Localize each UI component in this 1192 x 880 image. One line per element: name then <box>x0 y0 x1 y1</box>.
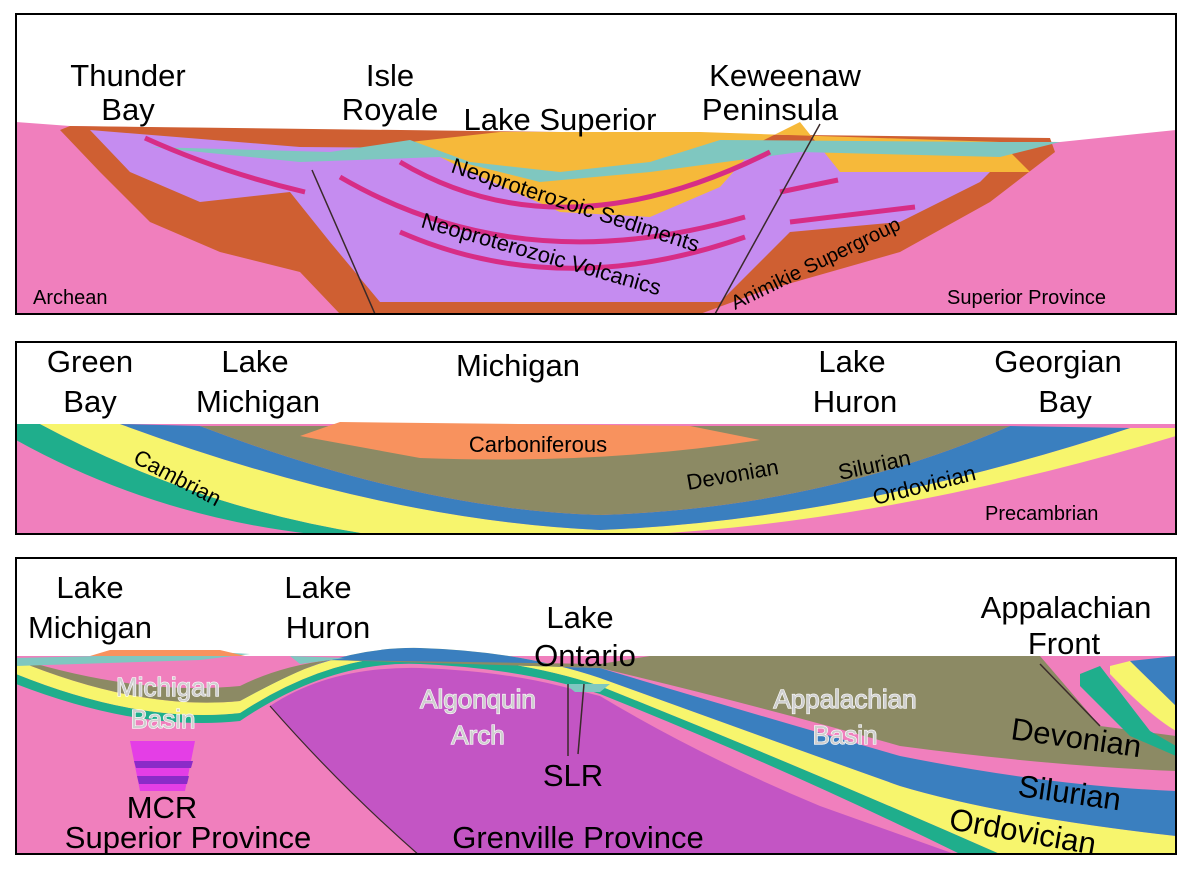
label-keweenaw-line2: Peninsula <box>702 92 839 127</box>
label-lake-huron-line2: Huron <box>286 610 370 645</box>
ordovician-layer-3 <box>16 647 1176 854</box>
lake-ontario-water <box>565 684 610 692</box>
label-georgian-bay-line1: Georgian <box>994 344 1122 379</box>
appalachian-thrust-cambrian <box>1080 666 1176 756</box>
label-lake-michigan-line1: Lake <box>221 344 288 379</box>
label-lake-huron-line2: Huron <box>813 384 897 419</box>
carboniferous-layer <box>300 422 760 460</box>
label-algonquin-arch-line2: Arch <box>451 720 504 750</box>
label-isle-royale-line2: Royale <box>342 92 439 127</box>
lake-superior-cross-section: Thunder Bay Isle Royale Lake Superior Ke… <box>15 13 1177 315</box>
devonian-layer-3 <box>16 656 1176 771</box>
label-green-bay-line1: Green <box>47 344 133 379</box>
lake-water <box>150 140 1060 182</box>
fault-east <box>714 123 821 314</box>
carboniferous-cap <box>90 650 245 656</box>
label-superior-province: Superior Province <box>947 287 1106 309</box>
label-keweenaw-line1: Keweenaw <box>709 58 861 93</box>
volcanic-flow-bands <box>143 135 916 271</box>
label-green-bay-line2: Bay <box>63 384 117 419</box>
label-grenville-province: Grenville Province <box>452 820 704 855</box>
appalachian-front-thrust <box>1039 663 1101 727</box>
label-lake-ontario-line1: Lake <box>546 600 613 635</box>
label-lake-ontario-line2: Ontario <box>534 638 636 673</box>
label-archean: Archean <box>33 287 108 309</box>
mcr-rift-bands <box>134 761 193 784</box>
appalachian-thrust-ordovician <box>1110 661 1176 731</box>
lake-huron-water <box>290 656 345 664</box>
silurian-layer <box>120 424 1130 530</box>
cambrian-layer <box>16 424 367 534</box>
label-lake-huron-line1: Lake <box>818 344 885 379</box>
appalachian-thrust-silurian <box>1130 656 1176 706</box>
label-appalachian-basin-line1: Appalachian <box>773 684 916 714</box>
label-thunder-bay-line2: Bay <box>101 92 155 127</box>
silurian-layer-3 <box>16 647 1176 836</box>
label-isle-royale-line1: Isle <box>366 58 414 93</box>
label-lake-michigan-line2: Michigan <box>28 610 152 645</box>
label-algonquin-arch-line1: Algonquin <box>420 684 536 714</box>
ordovician-layer <box>40 424 1176 534</box>
michigan-basin-cross-section: Green Bay Lake Michigan Michigan Lake Hu… <box>15 341 1177 535</box>
label-michigan-basin-line1: Michigan <box>116 672 220 702</box>
slr-fault-2 <box>577 683 585 755</box>
label-michigan-basin-line2: Basin <box>130 704 195 734</box>
label-carboniferous: Carboniferous <box>469 432 607 457</box>
label-lake-huron-line1: Lake <box>284 570 351 605</box>
fault-west <box>311 169 376 314</box>
label-precambrian: Precambrian <box>985 503 1098 525</box>
label-appalachian-front-line2: Front <box>1028 626 1101 661</box>
grenville-province <box>270 667 955 854</box>
grenville-boundary <box>269 705 419 854</box>
label-thunder-bay-line1: Thunder <box>70 58 185 93</box>
volcanics-layer <box>90 130 1000 302</box>
cambrian-layer-3 <box>16 655 1000 854</box>
label-slr: SLR <box>543 758 603 793</box>
label-georgian-bay-line2: Bay <box>1038 384 1092 419</box>
label-mcr: MCR <box>127 790 198 825</box>
regional-cross-section: Lake Michigan Lake Huron Lake Ontario Ap… <box>15 557 1177 860</box>
label-lake-michigan-line1: Lake <box>56 570 123 605</box>
label-lake-superior: Lake Superior <box>463 102 656 137</box>
label-lake-michigan-line2: Michigan <box>196 384 320 419</box>
label-michigan: Michigan <box>456 348 580 383</box>
label-appalachian-basin-line2: Basin <box>812 720 877 750</box>
label-superior-province: Superior Province <box>65 820 311 855</box>
label-appalachian-front-line1: Appalachian <box>981 590 1152 625</box>
